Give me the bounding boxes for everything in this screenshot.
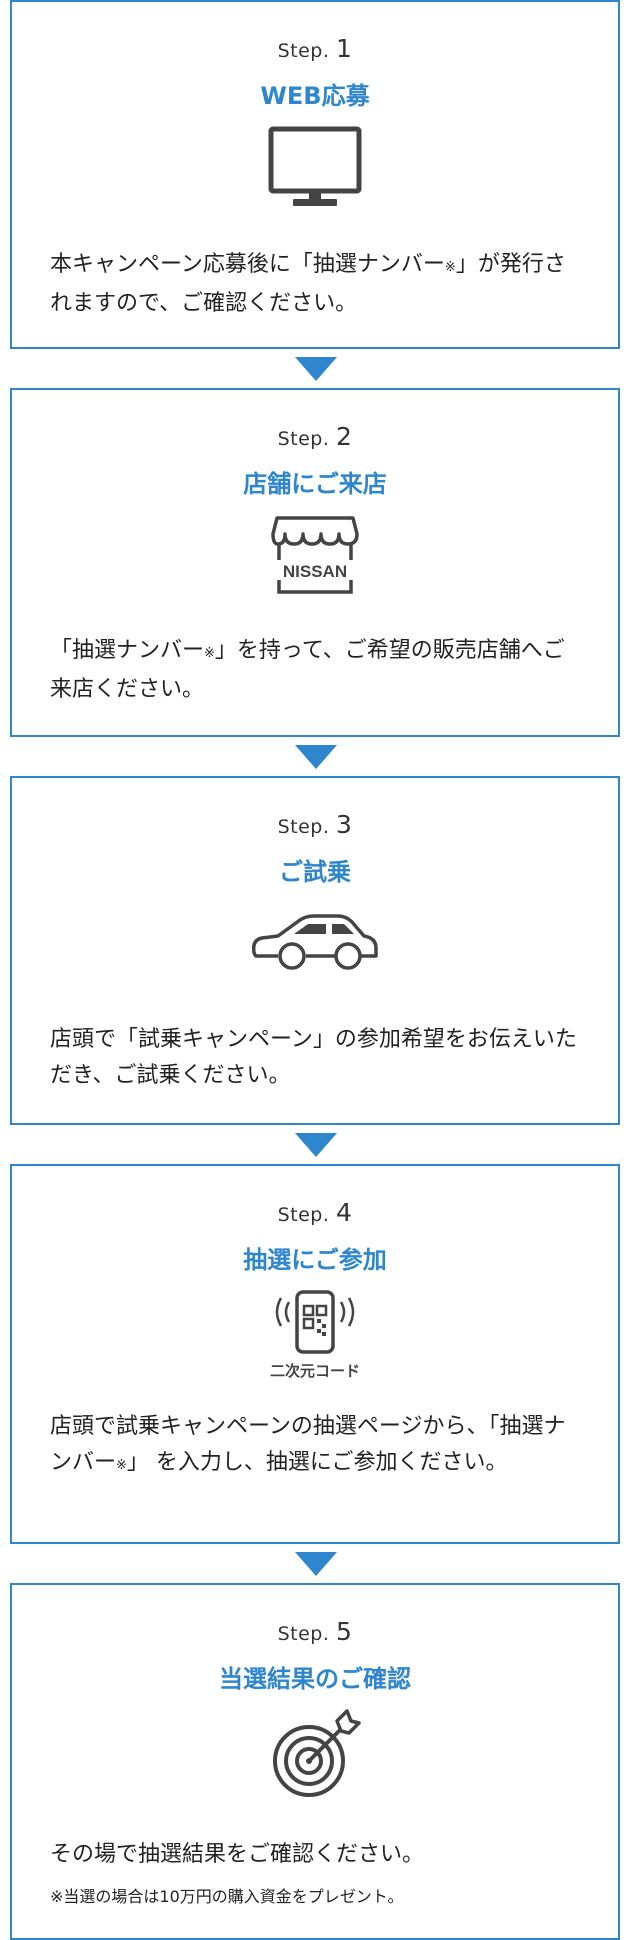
step-3-card: Step. 3 ご試乗 店頭で「試乗キャンペーン」の参加希望をお伝えいただき、ご… xyxy=(10,776,620,1125)
note-mark: ※ xyxy=(444,260,456,275)
step-5-description: その場で抽選結果をご確認ください。 xyxy=(50,1842,425,1867)
step-3-description: 店頭で「試乗キャンペーン」の参加希望をお伝えいただき、ご試乗ください。 xyxy=(50,1027,577,1088)
step-4-card: Step. 4 抽選にご参加 二次元コード 店頭で試乗キャンペーンの抽選ページか… xyxy=(10,1164,620,1544)
step-3-title: ご試乗 xyxy=(279,858,351,886)
step-1-label: Step. 1 xyxy=(12,34,618,63)
car-icon xyxy=(251,914,378,970)
store-icon-text: NISSAN xyxy=(283,562,347,581)
step-2-title: 店舗にご来店 xyxy=(243,470,387,498)
desc-text: 店頭で試乗キャンペーンの抽選ページから、「抽選ナンバー xyxy=(50,1414,566,1475)
note-mark: ※ xyxy=(204,646,215,661)
step-2-description: 「抽選ナンバー※」を持って、ご希望の販売店舗へご来店ください。 xyxy=(50,633,586,708)
desc-text: 」が発行されますので、ご確認ください。 xyxy=(50,252,566,316)
down-arrow-icon xyxy=(295,1552,337,1576)
qr-phone-icon: 二次元コード xyxy=(270,1290,360,1380)
store-icon: NISSAN xyxy=(271,516,359,594)
step-4-title: 抽選にご参加 xyxy=(243,1246,387,1274)
step-4-description: 店頭で試乗キャンペーンの抽選ページから、「抽選ナンバー※」 を入力し、抽選にご参… xyxy=(50,1409,586,1484)
step-number: 5 xyxy=(335,1617,353,1646)
step-1-card: Step. 1 WEB応募 本キャンペーン応募後に「抽選ナンバー※」が発行されま… xyxy=(10,0,620,349)
step-4-label: Step. 4 xyxy=(12,1198,618,1227)
desc-text: 「抽選ナンバー xyxy=(50,638,205,663)
qr-icon-text: 二次元コード xyxy=(270,1362,360,1380)
step-2-label: Step. 2 xyxy=(12,422,618,451)
step-5-label: Step. 5 xyxy=(12,1617,618,1646)
step-3-label: Step. 3 xyxy=(12,810,618,839)
step-1-title: WEB応募 xyxy=(260,82,370,110)
down-arrow-icon xyxy=(295,745,337,769)
step-5-card: Step. 5 当選結果のご確認 その場で抽選結果をご確認ください。 ※当選の場… xyxy=(10,1583,620,1940)
target-icon xyxy=(273,1709,361,1797)
desc-text: 本キャンペーン応募後に「抽選ナンバー xyxy=(50,252,445,277)
step-label-text: Step. xyxy=(277,816,330,838)
step-number: 4 xyxy=(335,1198,353,1227)
down-arrow-icon xyxy=(295,1133,337,1157)
desc-text: 」を持って、ご希望の販売店舗へご来店ください。 xyxy=(50,638,565,702)
note-mark: ※ xyxy=(116,1458,127,1473)
desc-text: 」 を入力し、抽選にご参加ください。 xyxy=(126,1450,508,1475)
step-number: 2 xyxy=(335,422,353,451)
step-1-description: 本キャンペーン応募後に「抽選ナンバー※」が発行されますので、ご確認ください。 xyxy=(50,247,586,322)
down-arrow-icon xyxy=(295,357,337,381)
step-2-card: Step. 2 店舗にご来店 NISSAN 「抽選ナンバー※」を持って、ご希望の… xyxy=(10,388,620,737)
step-label-text: Step. xyxy=(277,1204,330,1226)
step-label-text: Step. xyxy=(277,428,330,450)
monitor-icon xyxy=(268,126,362,206)
step-5-title: 当選結果のご確認 xyxy=(219,1665,411,1693)
step-label-text: Step. xyxy=(277,40,330,62)
step-number: 3 xyxy=(335,810,353,839)
step-label-text: Step. xyxy=(277,1623,330,1645)
step-number: 1 xyxy=(335,34,353,63)
step-5-note: ※当選の場合は10万円の購入資金をプレゼント。 xyxy=(50,1887,404,1906)
